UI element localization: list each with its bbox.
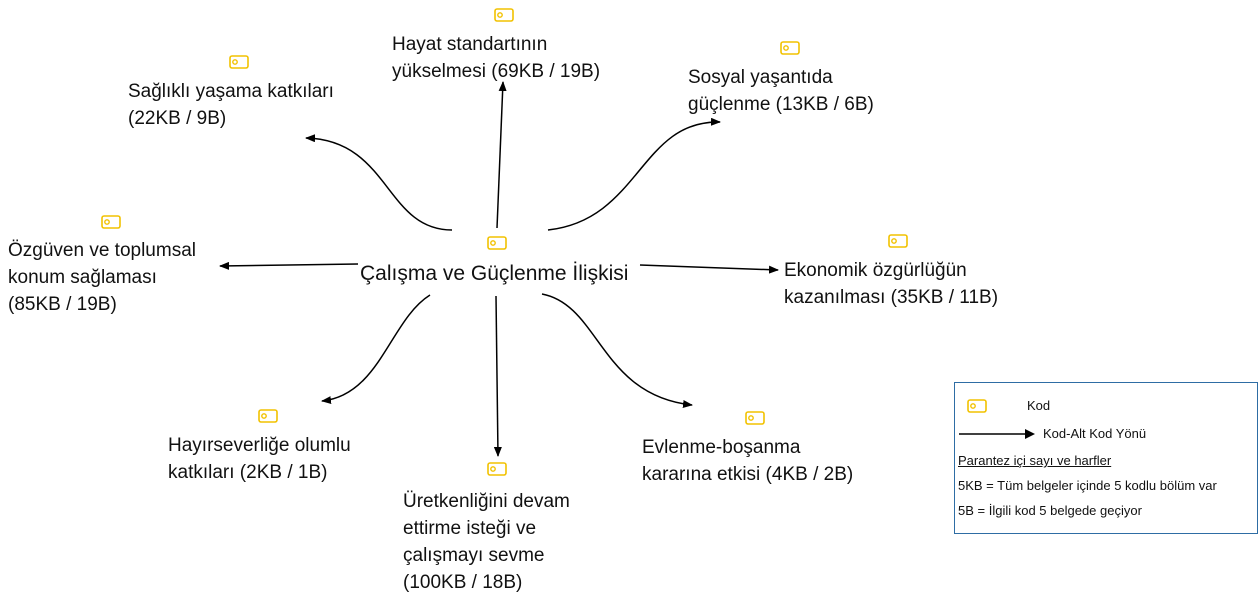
node-label-ekonomik: Ekonomik özgürlüğün kazanılması (35KB / … — [784, 260, 999, 308]
code-tag-icon — [101, 215, 121, 229]
code-tag-icon — [229, 55, 249, 69]
code-tag-icon — [487, 236, 507, 250]
code-tag-icon — [967, 399, 987, 413]
code-tag-icon — [494, 8, 514, 22]
arrow-to-evlenme — [541, 293, 693, 408]
arrow-to-ozguven — [219, 261, 359, 270]
arrow-to-ekonomik — [639, 264, 779, 274]
node-label-evlenme: Evlenme-boşanma kararına etkisi (4KB / 2… — [642, 437, 854, 485]
arrow-to-hayirsever — [321, 294, 431, 405]
arrow-to-uretken — [493, 295, 502, 457]
legend-code-label: Kod — [1027, 398, 1051, 413]
node-label-uretken: Üretkenliğini devam ettirme isteği ve ça… — [403, 491, 570, 593]
code-tag-icon — [780, 41, 800, 55]
legend-line-1: 5KB = Tüm belgeler içinde 5 kodlu bölüm … — [958, 478, 1217, 493]
code-tag-icon — [745, 411, 765, 425]
code-tag-icon — [888, 234, 908, 248]
node-label-ozguven: Özgüven ve toplumsal konum sağlaması (85… — [8, 240, 196, 315]
legend-arrow-label: Kod-Alt Kod Yönü — [1043, 426, 1147, 441]
arrow-to-sosyal — [547, 117, 721, 231]
code-tag-icon — [487, 462, 507, 476]
center-code-label: Çalışma ve Güçlenme İlişkisi — [360, 262, 629, 285]
node-label-saglikli: Sağlıklı yaşama katkıları (22KB / 9B) — [128, 81, 334, 129]
arrow-to-saglikli — [305, 134, 453, 231]
node-label-hayat: Hayat standartının yükselmesi (69KB / 19… — [392, 34, 601, 82]
node-label-sosyal: Sosyal yaşantıda güçlenme (13KB / 6B) — [688, 67, 874, 115]
legend-line-2: 5B = İlgili kod 5 belgede geçiyor — [958, 503, 1142, 518]
arrow-to-hayat — [496, 81, 507, 229]
code-tag-icon — [258, 409, 278, 423]
legend-heading: Parantez içi sayı ve harfler — [958, 453, 1112, 468]
node-label-hayirsever: Hayırseverliğe olumlu katkıları (2KB / 1… — [168, 435, 351, 483]
legend-box: Kod Kod-Alt Kod Yönü Parantez içi sayı v… — [954, 382, 1258, 534]
legend-arrow-icon — [959, 429, 1035, 439]
